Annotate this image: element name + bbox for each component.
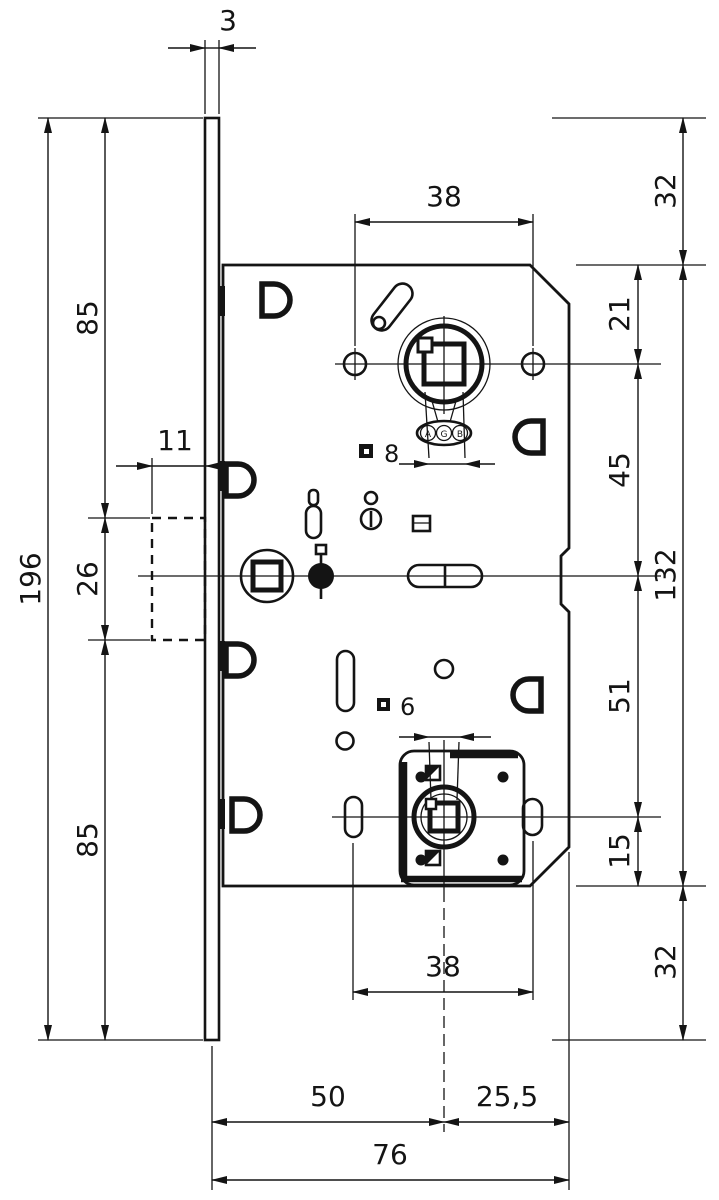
dim-label-26: 26 <box>71 561 104 597</box>
center-lines <box>138 316 661 1132</box>
dim-label-21: 21 <box>603 296 636 332</box>
dim-label-85-lower: 85 <box>71 822 104 858</box>
dim-50: 50 <box>211 1080 445 1126</box>
dim-label-196: 196 <box>14 552 47 605</box>
brand-letter: A <box>425 430 432 440</box>
dim-label-32-top: 32 <box>649 173 682 209</box>
dim-label-8: 8 <box>384 440 399 468</box>
dim-32-bottom-right: 32 <box>649 885 687 1041</box>
lower-parts <box>335 649 455 751</box>
plate-screw <box>497 854 509 866</box>
dim-196: 196 <box>14 117 52 1041</box>
plate-screw <box>415 771 427 783</box>
lug-left-bottom <box>229 796 263 834</box>
lug-right-upper <box>512 418 546 456</box>
plate-screw <box>415 854 427 866</box>
plate-marker-top <box>424 764 442 782</box>
dim-label-38-top: 38 <box>426 180 462 213</box>
slanted-slot <box>370 282 414 332</box>
dim-11: 11 <box>116 424 240 470</box>
dim-76: 76 <box>211 1138 570 1184</box>
dim-label-45: 45 <box>603 452 636 488</box>
dim-132: 132 <box>649 264 687 887</box>
cylinder-plate <box>343 749 544 887</box>
dim-label-11: 11 <box>157 424 193 457</box>
dim-15: 15 <box>603 816 642 887</box>
dim-label-38-bottom: 38 <box>425 950 461 983</box>
dim-square-6: 6 <box>377 693 491 801</box>
extension-lines <box>38 40 706 1190</box>
dim-25-5: 25,5 <box>443 1080 570 1126</box>
faceplate-screw-mark <box>218 461 225 491</box>
dim-26: 26 <box>71 517 109 641</box>
handle-hub <box>397 317 491 423</box>
dim-38-bottom: 38 <box>352 950 534 996</box>
lug-left-upper <box>223 461 257 499</box>
dim-label-76: 76 <box>372 1138 408 1171</box>
dim-51: 51 <box>603 575 642 818</box>
dim-label-85-upper: 85 <box>71 300 104 336</box>
dim-label-25-5: 25,5 <box>476 1080 538 1113</box>
dim-45: 45 <box>603 363 642 577</box>
lug-top-left <box>259 281 293 319</box>
dim-38-top: 38 <box>354 180 534 226</box>
middle-parts <box>304 488 432 540</box>
lug-right-lower <box>510 676 544 714</box>
dim-label-132: 132 <box>649 548 682 601</box>
dim-label-15: 15 <box>603 833 636 869</box>
plate-screw <box>497 771 509 783</box>
dim-label-3: 3 <box>219 4 237 37</box>
brand-plate: A G B <box>415 419 473 447</box>
dim-85-lower: 85 <box>71 639 109 1041</box>
lug-left-lower <box>223 641 257 679</box>
faceplate-screw-mark <box>218 799 225 829</box>
dim-square-8: 8 <box>359 391 495 468</box>
dim-label-50: 50 <box>310 1080 346 1113</box>
dim-32-top-right: 32 <box>649 117 687 266</box>
faceplate-screw-mark <box>218 641 225 671</box>
latch-bolt <box>150 516 207 642</box>
faceplate-screw-mark <box>218 286 225 316</box>
dim-label-51: 51 <box>603 678 636 714</box>
dim-label-32-bottom: 32 <box>649 944 682 980</box>
center-follower <box>239 543 484 604</box>
dim-21: 21 <box>603 264 642 365</box>
plate-marker-bottom <box>424 849 442 867</box>
brand-letter: G <box>441 430 448 440</box>
rose-screw-holes <box>342 348 546 380</box>
dim-label-6: 6 <box>400 693 415 721</box>
brand-letter: B <box>457 430 463 440</box>
dim-85-upper: 85 <box>71 117 109 519</box>
fixing-lugs <box>223 281 546 834</box>
dim-3: 3 <box>168 4 256 52</box>
